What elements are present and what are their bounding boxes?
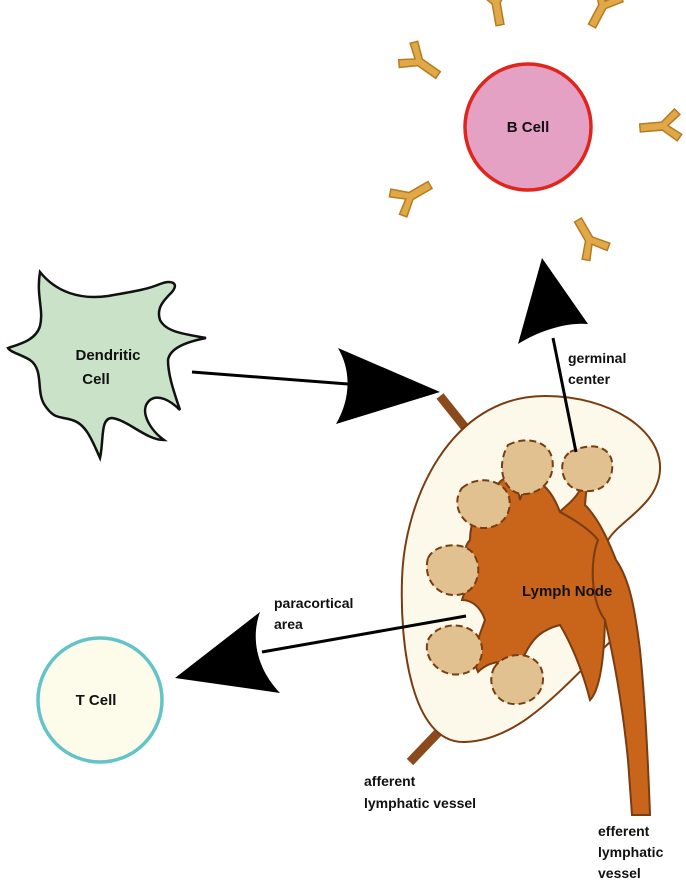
follicle-lower-left xyxy=(425,624,484,676)
germinal-center-label-line2: center xyxy=(568,371,611,387)
arrow-head-icon xyxy=(336,348,440,424)
follicle-bottom xyxy=(490,654,545,706)
dendritic-cell-body xyxy=(6,269,207,462)
b-cell-label: B Cell xyxy=(507,119,550,136)
t-cell-label: T Cell xyxy=(76,692,117,709)
germinal-center-label-line1: germinal xyxy=(568,350,626,366)
dendritic-cell: Dendritic Cell xyxy=(6,269,207,462)
arrow-dendritic-to-node xyxy=(191,348,440,424)
follicle-left xyxy=(425,544,480,597)
antibody-icon xyxy=(587,0,625,29)
follicle-top-left xyxy=(456,479,511,530)
b-cell: B Cell xyxy=(388,0,683,262)
lymph-node-label: Lymph Node xyxy=(522,583,612,600)
dendritic-cell-label-line2: Cell xyxy=(82,371,110,388)
efferent-vessel-label-line1: efferent xyxy=(598,823,650,839)
efferent-vessel-label-line2: lymphatic xyxy=(598,844,664,860)
arrow-node-to-t-cell xyxy=(175,612,467,693)
follicle-top-middle xyxy=(501,439,554,496)
paracortical-area-label-line1: paracortical xyxy=(274,595,353,611)
paracortical-area-label-line2: area xyxy=(274,616,303,632)
antibody-icon xyxy=(388,180,434,218)
arrow-head-icon xyxy=(175,612,280,693)
arrow-shaft xyxy=(191,370,349,386)
arrow-shaft xyxy=(261,614,467,654)
antibody-icon xyxy=(476,0,511,27)
arrow-head-icon xyxy=(518,258,588,344)
t-cell: T Cell xyxy=(36,636,164,764)
dendritic-cell-label-line1: Dendritic xyxy=(75,347,140,364)
lymph-node xyxy=(400,394,662,816)
afferent-vessel-label-line1: afferent xyxy=(364,773,416,789)
antibody-icon xyxy=(638,107,683,142)
b-cell-body xyxy=(463,62,593,192)
arrow-shaft xyxy=(551,337,578,453)
antibody-icon xyxy=(573,216,611,262)
efferent-vessel-label-line3: vessel xyxy=(598,865,641,881)
antibody-icon xyxy=(397,40,442,80)
t-cell-body xyxy=(36,636,164,764)
afferent-vessel-label-line2: lymphatic vessel xyxy=(364,795,476,811)
arrow-node-to-b-cell xyxy=(518,258,588,453)
germinal-center-follicle xyxy=(561,445,614,493)
